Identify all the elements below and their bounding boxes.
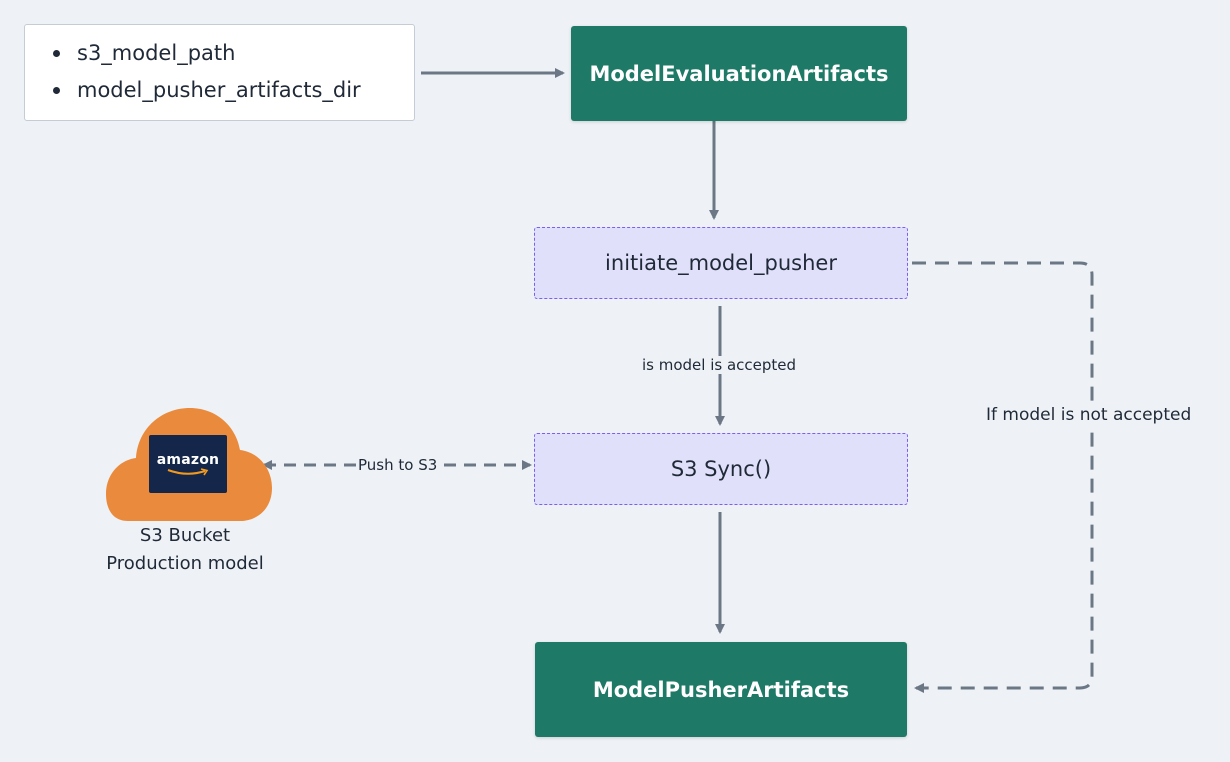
node-label: initiate_model_pusher [605,251,837,275]
node-initiate-model-pusher[interactable]: initiate_model_pusher [534,227,908,299]
amazon-smile-icon [167,467,209,475]
edge-label-push-to-s3: Push to S3 [356,456,440,474]
input-item-label: model_pusher_artifacts_dir [77,78,361,102]
bullet-icon [53,50,60,57]
input-item: s3_model_path [51,35,414,72]
edge-label-accepted: is model is accepted [640,356,799,374]
s3-bucket-line2: Production model [106,553,264,574]
s3-bucket-label: S3 Bucket Production model [80,522,290,578]
edge-label-not-accepted: If model is not accepted [983,405,1195,425]
node-model-pusher-artifacts[interactable]: ModelPusherArtifacts [535,642,907,737]
node-model-evaluation-artifacts[interactable]: ModelEvaluationArtifacts [571,26,907,121]
input-item: model_pusher_artifacts_dir [51,72,414,109]
inputs-box: s3_model_path model_pusher_artifacts_dir [24,24,415,121]
amazon-logo-text: amazon [156,451,220,468]
amazon-logo: amazon [149,435,227,493]
bullet-icon [53,87,60,94]
input-item-label: s3_model_path [77,41,236,65]
edge-not-accepted [912,261,1094,693]
node-s3-sync[interactable]: S3 Sync() [534,433,908,505]
node-label: S3 Sync() [670,457,772,481]
node-label: ModelPusherArtifacts [592,677,850,702]
s3-bucket-line1: S3 Bucket [139,525,231,546]
node-label: ModelEvaluationArtifacts [589,61,889,86]
inputs-list: s3_model_path model_pusher_artifacts_dir [51,35,414,109]
